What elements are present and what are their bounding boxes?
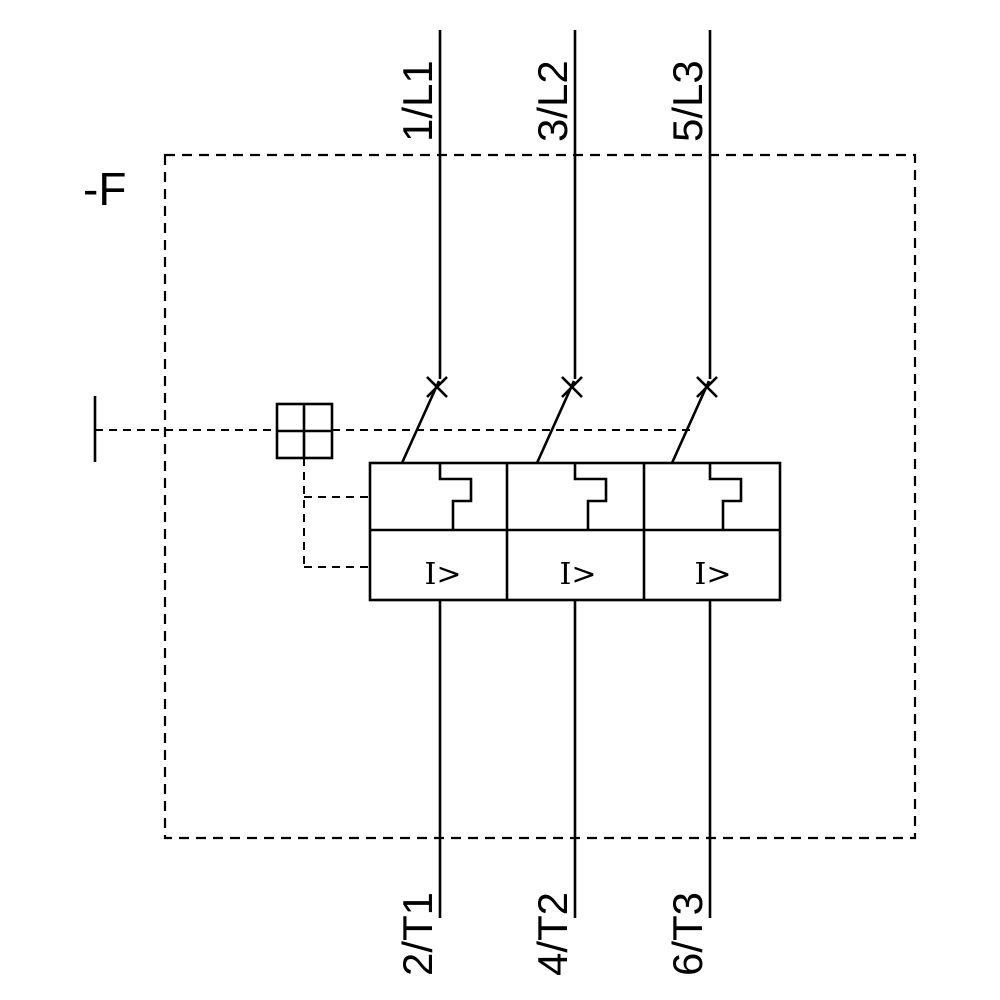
thermal-release-symbol	[708, 463, 743, 530]
switch-blade	[535, 380, 576, 464]
top-terminal-label: 3/L2	[529, 60, 576, 142]
pole-1: 1/L1 I> 2/T1	[394, 30, 473, 976]
device-designation-label: -F	[83, 163, 126, 215]
thermal-release-symbol	[573, 463, 608, 530]
bottom-terminal-label: 4/T2	[529, 892, 576, 976]
top-terminal-label: 1/L1	[394, 60, 441, 142]
magnetic-release-label: I>	[425, 557, 462, 592]
enclosure-dashed-border	[163, 153, 917, 840]
thermal-release-symbol	[438, 463, 473, 530]
trip-mechanism	[93, 396, 692, 568]
pole-2: 3/L2 I> 4/T2	[529, 30, 608, 976]
magnetic-release-label: I>	[560, 557, 597, 592]
switch-blade	[400, 380, 441, 464]
top-terminal-label: 5/L3	[664, 60, 711, 142]
bottom-terminal-label: 6/T3	[664, 892, 711, 976]
switch-blade	[670, 380, 711, 464]
bottom-terminal-label: 2/T1	[394, 892, 441, 976]
magnetic-release-label: I>	[695, 557, 732, 592]
pole-3: 5/L3 I> 6/T3	[664, 30, 743, 976]
